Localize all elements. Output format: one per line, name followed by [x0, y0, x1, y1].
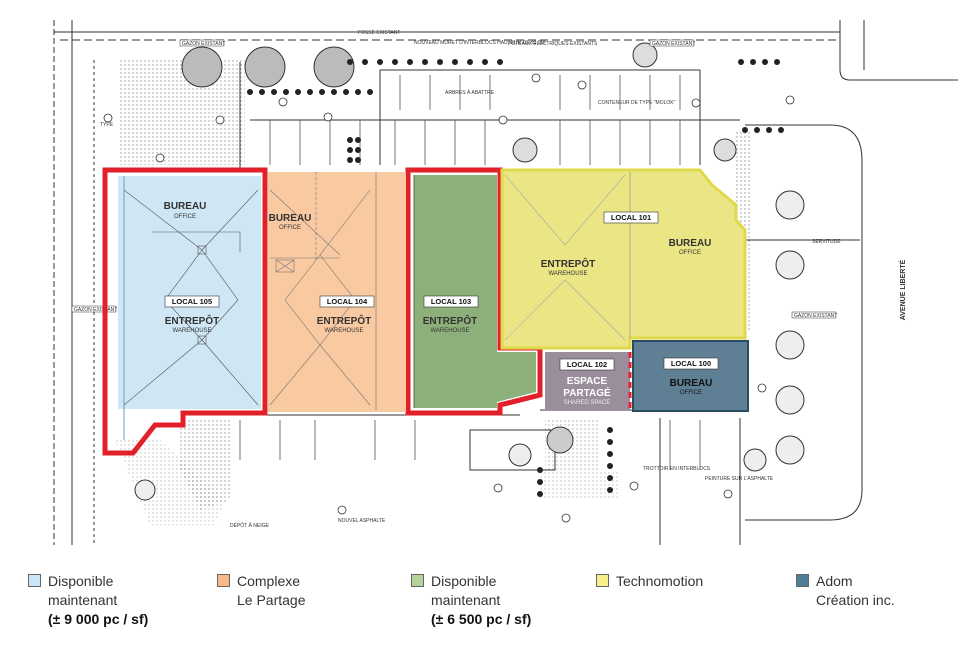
callout-bubbles [103, 73, 795, 523]
unit-104-warehouse-fr: ENTREPÔT [317, 314, 371, 327]
unit-103[interactable]: LOCAL 103 ENTREPÔT WAREHOUSE [413, 175, 536, 408]
unit-100-office-fr: BUREAU [670, 378, 713, 389]
unit-101-office-en: OFFICE [679, 250, 701, 256]
note-type: TYPE [100, 122, 114, 128]
legend-line: maintenant [431, 592, 501, 608]
unit-104[interactable]: BUREAU OFFICE LOCAL 104 ENTREPÔT WAREHOU… [268, 172, 406, 412]
note-muret: NOUVEAU MURET D'INTERBLOCS HAUTEUR DE ±1… [414, 40, 545, 46]
unit-101-office-fr: BUREAU [669, 238, 712, 249]
unit-103-warehouse-en: WAREHOUSE [430, 328, 469, 334]
unit-104-warehouse-en: WAREHOUSE [324, 328, 363, 334]
note-fosse: FOSSÉ EXISTANT [358, 29, 400, 36]
unit-100-badge: LOCAL 100 [671, 359, 711, 368]
unit-104-office-en: OFFICE [279, 225, 301, 231]
legend-swatch [796, 574, 809, 587]
hedge-row [247, 59, 784, 497]
building-outline [102, 167, 543, 456]
note-peinture: PEINTURE SUR L'ASPHALTE [705, 476, 774, 482]
legend-swatch [596, 574, 609, 587]
legend-swatch [217, 574, 230, 587]
unit-102-name-en: SHARED SPACE [564, 400, 611, 406]
legend-line: Disponible [48, 573, 114, 589]
trees [134, 42, 805, 501]
unit-104-badge: LOCAL 104 [327, 297, 368, 306]
parking-stalls [239, 75, 701, 470]
legend-line: Adom [816, 573, 853, 589]
unit-101[interactable]: LOCAL 101 ENTREPÔT WAREHOUSE BUREAU OFFI… [500, 168, 747, 350]
legend-area: (± 9 000 pc / sf) [48, 611, 149, 627]
legend-swatch [28, 574, 41, 587]
unit-104-office-fr: BUREAU [269, 213, 312, 224]
site-linework [53, 20, 958, 545]
legend-area: (± 6 500 pc / sf) [431, 611, 532, 627]
unit-102-badge: LOCAL 102 [567, 360, 607, 369]
unit-101-warehouse-fr: ENTREPÔT [541, 257, 595, 270]
unit-100[interactable]: LOCAL 100 BUREAU OFFICE [632, 340, 749, 412]
unit-105-warehouse-en: WAREHOUSE [172, 328, 211, 334]
unit-102-name-fr-2: PARTAGÉ [563, 386, 611, 399]
unit-101-warehouse-en: WAREHOUSE [548, 271, 587, 277]
legend-line: Technomotion [616, 573, 704, 589]
unit-105-badge: LOCAL 105 [172, 297, 212, 306]
note-depot: DÉPÔT À NEIGE [230, 522, 269, 529]
unit-102[interactable]: LOCAL 102 ESPACE PARTAGÉ SHARED SPACE [545, 352, 632, 410]
unit-103-badge: LOCAL 103 [431, 297, 471, 306]
note-poteaux: POTEAUX ÉLECTRIQUES EXISTANTS [508, 40, 598, 47]
note-conteneur: CONTENEUR DE TYPE "MOLOK" [598, 100, 676, 106]
unit-105[interactable]: BUREAU OFFICE LOCAL 105 ENTREPÔT WAREHOU… [118, 176, 261, 440]
unit-100-office-en: OFFICE [680, 390, 702, 396]
legend-swatch [411, 574, 424, 587]
legend-line: Complexe [237, 573, 301, 589]
legend-line: Création inc. [816, 592, 895, 608]
note-arbres: ARBRES À ABATTRE [445, 89, 495, 96]
note-asphalte: NOUVEL ASPHALTE [338, 518, 386, 524]
unit-105-office-en: OFFICE [174, 214, 196, 220]
unit-101-badge: LOCAL 101 [611, 213, 651, 222]
legend-line: Disponible [431, 573, 497, 589]
note-trottoir: TROTTOIR EN INTERBLOCS [643, 466, 711, 472]
note-gazon-4: GAZON EXISTANT [74, 307, 117, 313]
legend-line: Le Partage [237, 592, 306, 608]
plan-notes: GAZON EXISTANT GAZON EXISTANT GAZON EXIS… [71, 29, 841, 529]
note-gazon-2: GAZON EXISTANT [652, 41, 695, 47]
unit-105-office-fr: BUREAU [164, 201, 207, 212]
note-gazon-3: GAZON EXISTANT [794, 313, 837, 319]
unit-103-warehouse-fr: ENTREPÔT [423, 314, 477, 327]
note-gazon-1: GAZON EXISTANT [182, 41, 225, 47]
unit-105-warehouse-fr: ENTREPÔT [165, 314, 219, 327]
unit-102-name-fr-1: ESPACE [567, 376, 608, 387]
legend-line: maintenant [48, 592, 118, 608]
site-plan: GAZON EXISTANT GAZON EXISTANT GAZON EXIS… [53, 20, 958, 545]
street-label: AVENUE LIBERTÉ [898, 259, 907, 320]
note-servitude: SERVITUDE [812, 239, 841, 245]
